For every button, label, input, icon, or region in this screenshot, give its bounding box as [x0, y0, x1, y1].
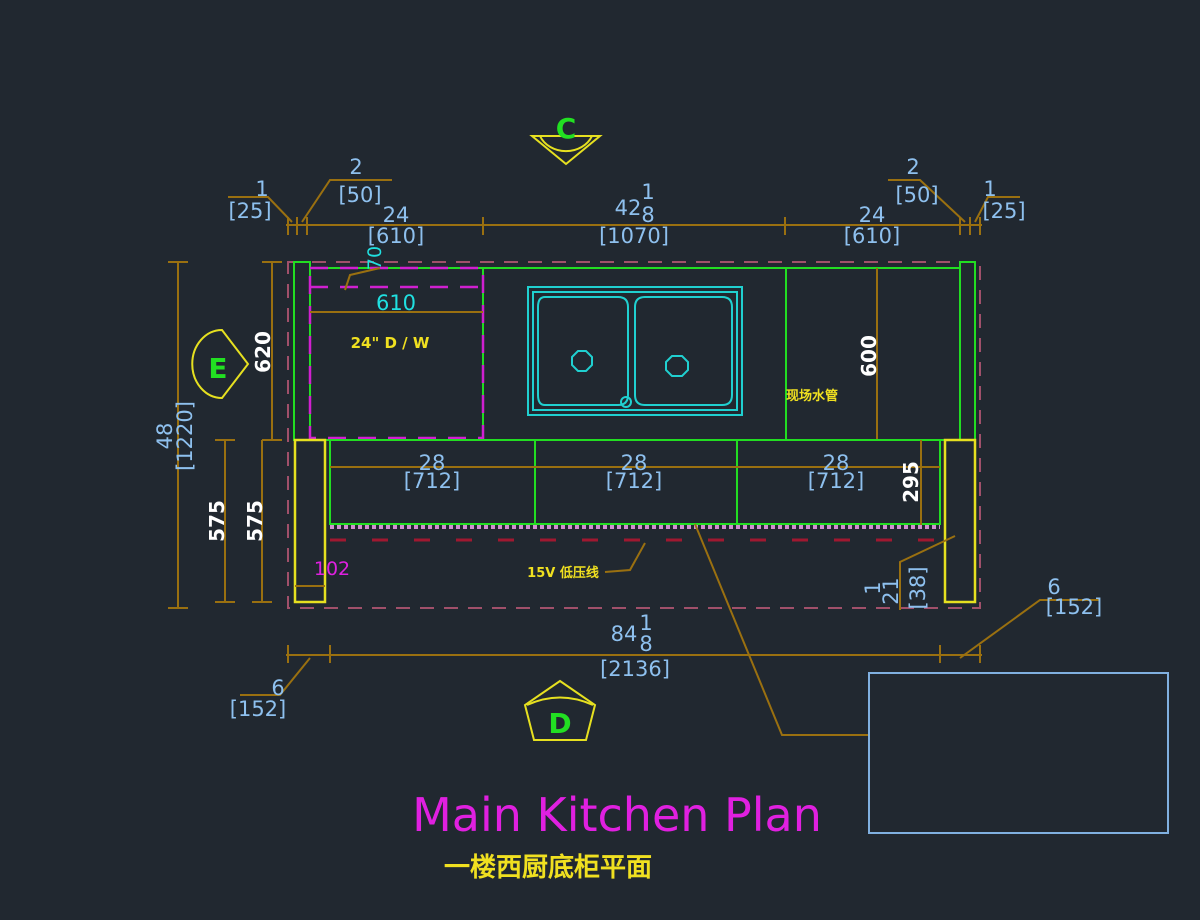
- dim-depth-295: 295: [899, 461, 923, 503]
- dim-drawer-3-mm: [712]: [808, 469, 864, 493]
- dim-left-end-mm: [152]: [230, 697, 286, 721]
- drain-icon: [571, 350, 593, 372]
- dim-left-small-in: 1: [255, 177, 268, 201]
- dim-total-depth-mm: [1220]: [173, 401, 197, 471]
- marker-d-label: D: [548, 707, 571, 740]
- dim-leg-102: 102: [314, 558, 350, 580]
- dim-left-end-in: 6: [271, 676, 284, 700]
- dim-right-offset-in: 1: [861, 581, 885, 594]
- marker-e-label: E: [208, 352, 227, 385]
- dim-right-gap-mm: [50]: [895, 183, 938, 207]
- dim-right-offset-frac-d: 2: [879, 591, 903, 604]
- dim-right-offset-mm: [38]: [906, 566, 930, 609]
- left-dimension-lines: [168, 261, 282, 609]
- dim-sink-cab-frac-d: 8: [641, 203, 654, 227]
- dim-total-depth-in: 48: [153, 423, 177, 450]
- dim-right-gap-in: 2: [906, 155, 919, 179]
- section-marker-c[interactable]: C: [529, 112, 603, 166]
- dim-sink-cab-mm: [1070]: [599, 224, 669, 248]
- dim-drawer-1-in: 28: [419, 451, 446, 475]
- note-water-pipe: 现场水管: [786, 388, 838, 404]
- cabinet-footprint-outline: [287, 261, 981, 609]
- leader-low-voltage: [604, 542, 646, 573]
- drawer-cabinets: [329, 439, 941, 525]
- dim-right-end-mm: [152]: [1046, 595, 1102, 619]
- dim-lower-575-a: 575: [205, 500, 229, 542]
- dim-drawer-2-mm: [712]: [606, 469, 662, 493]
- drawing-subtitle: 一楼西厨底柜平面: [444, 852, 652, 883]
- leader-to-notes-box: [694, 523, 869, 736]
- dim-drawer-3-in: 28: [823, 451, 850, 475]
- leader-70: [344, 267, 381, 291]
- left-end-panel: [293, 438, 327, 604]
- dim-total-width-mm: [2136]: [600, 657, 670, 681]
- dim-lower-575-b: 575: [243, 500, 267, 542]
- dim-drawer-2-in: 28: [621, 451, 648, 475]
- drain-icon: [665, 355, 689, 377]
- dim-right-cab-mm: [610]: [844, 224, 900, 248]
- dim-total-width-in: 84: [611, 622, 638, 646]
- section-marker-d[interactable]: D: [523, 679, 597, 741]
- dim-right-end-in: 6: [1047, 575, 1060, 599]
- dim-total-width-frac-d: 8: [639, 632, 652, 656]
- dim-left-gap-mm: [50]: [338, 183, 381, 207]
- dishwasher-outline: [308, 266, 485, 440]
- note-low-voltage: 15V 低压线: [527, 565, 599, 581]
- dim-depth-600: 600: [857, 335, 881, 377]
- dim-right-offset-frac-n: 1: [879, 577, 903, 590]
- dim-right-cab-in: 24: [859, 203, 886, 227]
- bottom-dimension-line: [240, 523, 1100, 736]
- right-end-panel: [943, 438, 977, 604]
- dim-right-small-mm: [25]: [982, 199, 1025, 223]
- top-dimension-line: [228, 179, 1020, 235]
- dim-depth-620: 620: [251, 331, 275, 373]
- dim-right-small-in: 1: [983, 177, 996, 201]
- dim-left-cab-mm: [610]: [368, 224, 424, 248]
- dim-sink-cab-in: 42: [615, 196, 642, 220]
- dim-left-small-mm: [25]: [228, 199, 271, 223]
- dim-dw-width: 610: [376, 291, 416, 315]
- note-dishwasher: 24" D / W: [351, 334, 430, 352]
- dim-left-gap-in: 2: [349, 155, 362, 179]
- marker-c-label: C: [556, 112, 577, 145]
- double-sink[interactable]: [527, 286, 743, 416]
- dim-left-cab-in: 24: [383, 203, 410, 227]
- drawing-title: Main Kitchen Plan: [412, 788, 822, 842]
- dim-total-width-frac-n: 1: [639, 611, 652, 635]
- section-marker-e[interactable]: E: [191, 328, 250, 400]
- dim-dw-offset: 70: [364, 246, 386, 270]
- dim-sink-cab-frac-n: 1: [641, 180, 654, 204]
- dim-drawer-1-mm: [712]: [404, 469, 460, 493]
- notes-box: [868, 672, 1169, 834]
